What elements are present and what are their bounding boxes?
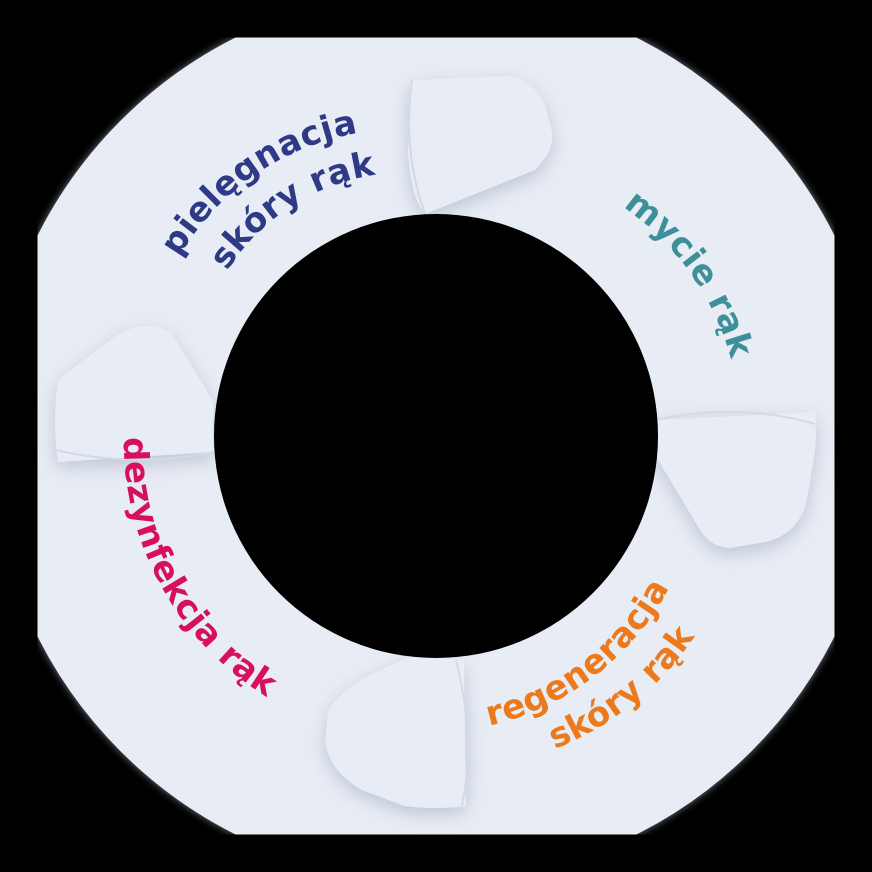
- arrow-tab-top-right: [408, 76, 553, 215]
- arrow-tab-right: [654, 410, 816, 548]
- arrow-tab-left: [55, 326, 215, 462]
- arrow-tab-bottom: [325, 656, 469, 808]
- cycle-center: [214, 214, 658, 658]
